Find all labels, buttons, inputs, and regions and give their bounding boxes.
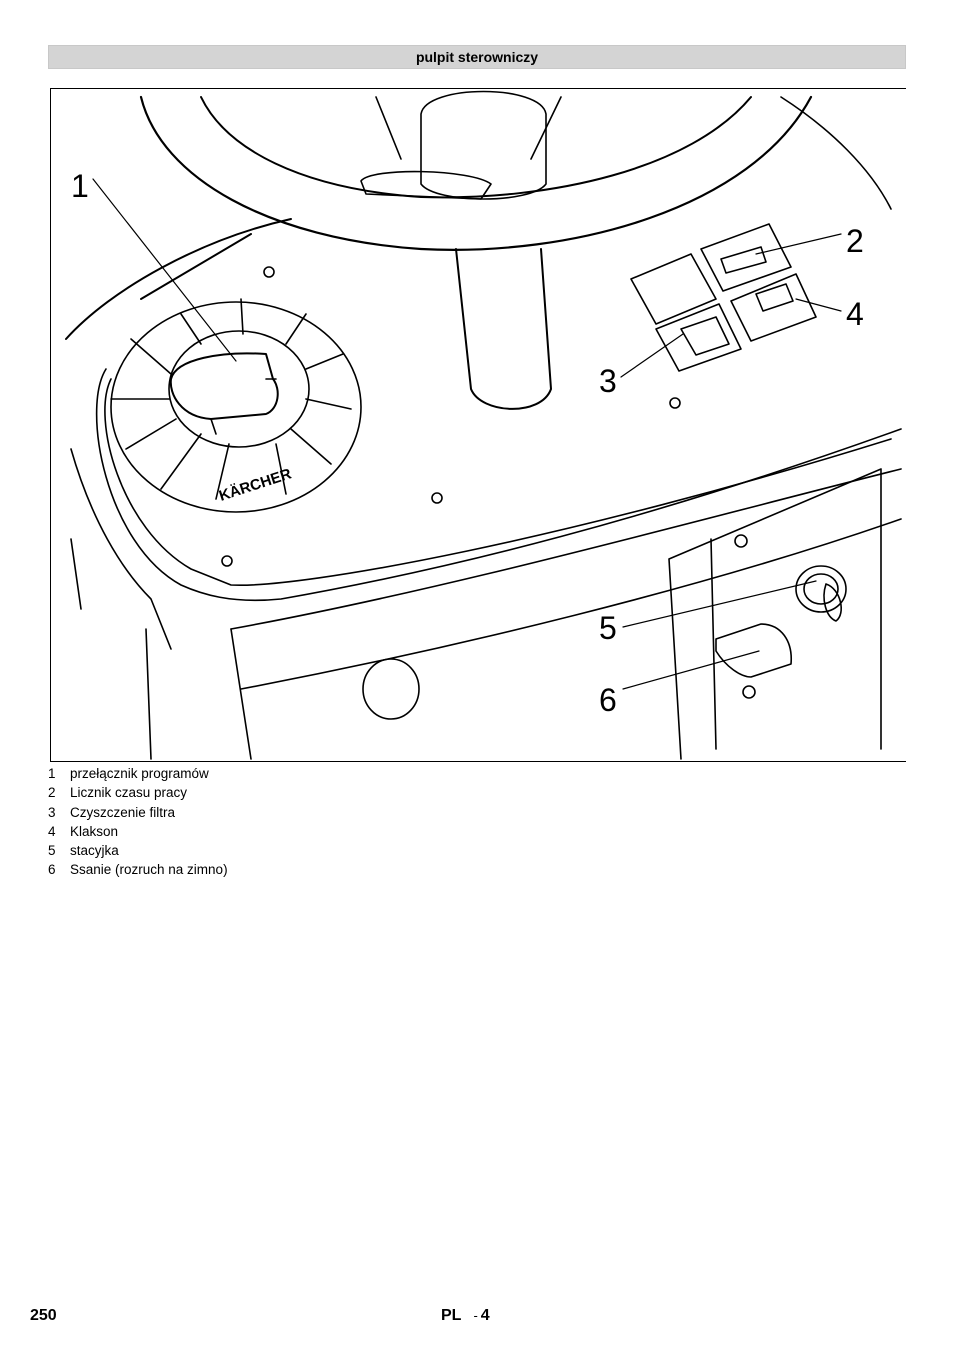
section-title: pulpit sterowniczy: [415, 49, 539, 65]
legend-item: 2 Licznik czasu pracy: [48, 783, 228, 802]
language-code: PL: [441, 1307, 462, 1324]
legend-item: 4 Klakson: [48, 822, 228, 841]
control-panel-figure: KÄRCHER: [50, 88, 906, 762]
legend-item: 3 Czyszczenie filtra: [48, 803, 228, 822]
page-number: 250: [30, 1307, 57, 1324]
callout-leaders: [92, 178, 842, 690]
steering-hub: [420, 90, 547, 200]
callout-1: 1: [71, 168, 89, 204]
button-cluster: [630, 223, 817, 372]
callout-4: 4: [846, 296, 864, 332]
horn-button: [730, 273, 817, 342]
legend-number: 5: [48, 843, 56, 859]
callout-6: 6: [599, 682, 617, 718]
dashboard-edge: [65, 218, 292, 340]
figure-legend: 1 przełącznik programów 2 Licznik czasu pr…: [48, 764, 228, 880]
legend-label: stacyjka: [70, 843, 119, 859]
footer-separator: -: [473, 1308, 478, 1323]
legend-item: 5 stacyjka: [48, 841, 228, 860]
hour-meter-display: [720, 246, 767, 274]
filter-cleaning-button: [655, 303, 742, 372]
round-cover: [362, 658, 420, 720]
legend-label: Czyszczenie filtra: [70, 804, 176, 820]
legend-item: 6 Ssanie (rozruch na zimno): [48, 860, 228, 879]
legend-label: przełącznik programów: [70, 766, 209, 781]
legend-label: Ssanie (rozruch na zimno): [70, 862, 228, 878]
brand-logo: KÄRCHER: [217, 465, 294, 504]
legend-item: 1 przełącznik programów: [48, 764, 228, 783]
section-number: 4: [480, 1307, 490, 1324]
legend-label: Licznik czasu pracy: [70, 785, 188, 801]
choke-lever: [715, 623, 792, 699]
legend-number: 6: [48, 862, 56, 878]
legend-number: 3: [48, 804, 56, 820]
dashboard-top: [104, 378, 892, 587]
callout-2: 2: [846, 223, 864, 259]
control-panel-drawing: KÄRCHER: [65, 90, 902, 760]
program-switch: KÄRCHER: [110, 298, 362, 513]
legend-number: 4: [48, 823, 56, 839]
page-footer-label: PL-4: [441, 1307, 490, 1325]
section-header: pulpit sterowniczy: [48, 45, 906, 69]
legend-label: Klakson: [70, 823, 119, 839]
ignition-switch: [795, 565, 847, 622]
steering-column: [455, 248, 552, 410]
callout-5: 5: [599, 610, 617, 646]
legend-number: 1: [48, 766, 56, 781]
steering-wheel-inner: [200, 96, 752, 199]
callout-3: 3: [599, 363, 617, 399]
steering-wheel: [139, 95, 813, 251]
legend-number: 2: [48, 785, 56, 801]
